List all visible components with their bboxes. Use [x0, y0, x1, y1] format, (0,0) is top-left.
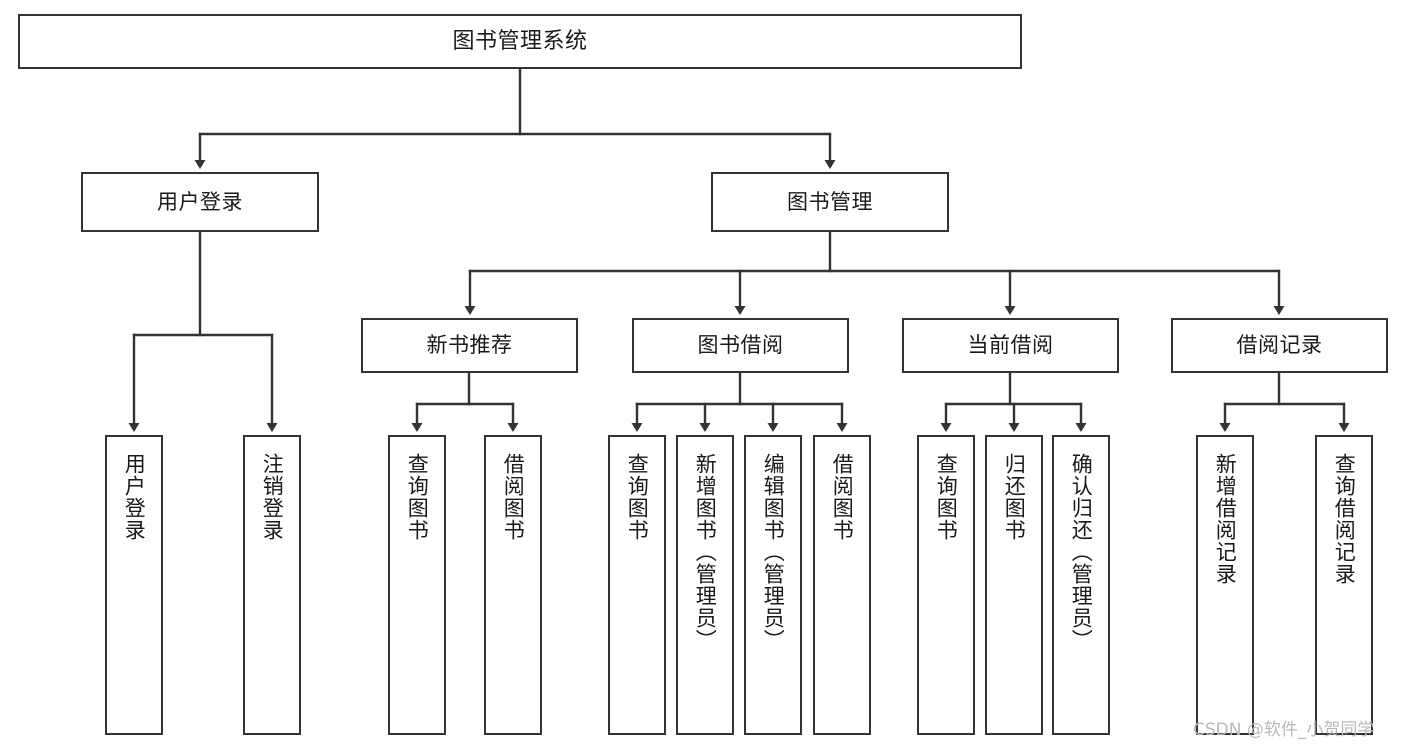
node-new-book-recommend[interactable]: 新书推荐	[361, 318, 578, 373]
node-leaf-add-record-label: 新增借阅记录	[1213, 453, 1238, 585]
node-leaf-confirm-return-label: 确认归还（管理员）	[1069, 453, 1094, 651]
node-borrow-record-label: 借阅记录	[1236, 333, 1323, 358]
node-leaf-borrow-book-1-label: 借阅图书	[501, 453, 526, 541]
watermark: CSDN @软件_小贺同学	[1193, 720, 1375, 740]
connector-lines	[128, 67, 1350, 432]
node-leaf-query-record-label: 查询借阅记录	[1332, 453, 1357, 585]
node-leaf-return-book[interactable]: 归还图书	[985, 435, 1043, 735]
node-new-book-recommend-label: 新书推荐	[426, 333, 513, 358]
node-leaf-query-book-1-label: 查询图书	[405, 453, 430, 541]
node-leaf-query-book-3-label: 查询图书	[934, 453, 959, 541]
node-leaf-borrow-book-1[interactable]: 借阅图书	[484, 435, 542, 735]
node-user-login[interactable]: 用户登录	[81, 172, 319, 232]
node-borrow-record[interactable]: 借阅记录	[1171, 318, 1388, 373]
node-leaf-user-logout[interactable]: 注销登录	[243, 435, 301, 735]
node-leaf-confirm-return[interactable]: 确认归还（管理员）	[1052, 435, 1110, 735]
node-book-manage[interactable]: 图书管理	[711, 172, 949, 232]
node-leaf-query-book-2[interactable]: 查询图书	[608, 435, 666, 735]
node-book-borrow[interactable]: 图书借阅	[632, 318, 849, 373]
node-leaf-add-record[interactable]: 新增借阅记录	[1196, 435, 1254, 735]
node-user-login-label: 用户登录	[157, 189, 243, 214]
node-root-label: 图书管理系统	[452, 28, 588, 54]
node-leaf-edit-book[interactable]: 编辑图书（管理员）	[744, 435, 802, 735]
node-leaf-user-login-label: 用户登录	[122, 453, 147, 541]
node-leaf-return-book-label: 归还图书	[1002, 453, 1027, 541]
node-book-borrow-label: 图书借阅	[697, 333, 784, 358]
node-book-manage-label: 图书管理	[787, 189, 873, 214]
node-current-borrow[interactable]: 当前借阅	[902, 318, 1119, 373]
node-leaf-user-logout-label: 注销登录	[260, 453, 285, 541]
node-leaf-query-book-3[interactable]: 查询图书	[917, 435, 975, 735]
node-current-borrow-label: 当前借阅	[967, 333, 1054, 358]
node-leaf-edit-book-label: 编辑图书（管理员）	[761, 453, 786, 651]
node-leaf-add-book[interactable]: 新增图书（管理员）	[676, 435, 734, 735]
node-leaf-query-record[interactable]: 查询借阅记录	[1315, 435, 1373, 735]
node-leaf-borrow-book-2-label: 借阅图书	[830, 453, 855, 541]
node-leaf-borrow-book-2[interactable]: 借阅图书	[813, 435, 871, 735]
node-leaf-query-book-2-label: 查询图书	[625, 453, 650, 541]
node-root[interactable]: 图书管理系统	[18, 14, 1022, 69]
node-leaf-user-login[interactable]: 用户登录	[105, 435, 163, 735]
node-leaf-add-book-label: 新增图书（管理员）	[693, 453, 718, 651]
node-leaf-query-book-1[interactable]: 查询图书	[388, 435, 446, 735]
